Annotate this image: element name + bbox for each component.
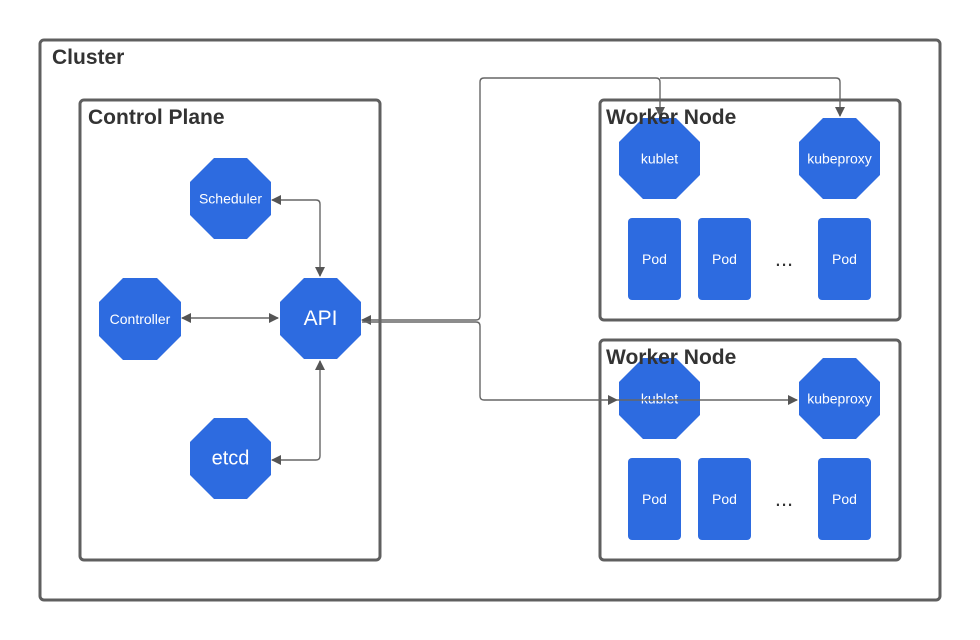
etcd-api-connector — [271, 360, 325, 465]
worker-2-pod-3-label: Pod — [832, 491, 857, 507]
worker-node-2-title: Worker Node — [606, 346, 736, 369]
worker-1-kubeproxy-node — [799, 118, 880, 199]
etcd-label: etcd — [212, 448, 250, 470]
worker-1-kublet-label: kublet — [641, 151, 678, 167]
control-plane-title: Control Plane — [88, 106, 225, 129]
etcd-node — [190, 418, 271, 499]
worker-1-pod-3-label: Pod — [832, 251, 857, 267]
controller-label: Controller — [110, 311, 171, 327]
worker-2-kubeproxy-label: kubeproxy — [807, 391, 872, 407]
worker-node-2-frame — [598, 338, 902, 562]
worker-2-pod-1-label: Pod — [642, 491, 667, 507]
worker-1-ellipsis: ... — [775, 246, 793, 271]
worker-1-pod-3 — [818, 218, 871, 300]
scheduler-api-connector — [271, 195, 325, 277]
worker-1-pod-2-label: Pod — [712, 251, 737, 267]
worker-1-pod-1-label: Pod — [642, 251, 667, 267]
control-plane-frame — [78, 98, 382, 562]
api-label: API — [304, 307, 338, 330]
worker-2-ellipsis: ... — [775, 486, 793, 511]
worker-2-pod-3 — [818, 458, 871, 540]
worker-2-pod-2 — [698, 458, 751, 540]
api-worker-2-kublet-connector — [362, 321, 618, 405]
controller-node — [99, 278, 181, 360]
cluster-title: Cluster — [52, 46, 124, 69]
scheduler-node — [190, 158, 271, 239]
worker-2-kublet-node — [619, 358, 700, 439]
worker-2-pod-1 — [628, 458, 681, 540]
worker-1-pod-2 — [698, 218, 751, 300]
worker-node-1-title: Worker Node — [606, 106, 736, 129]
api-worker-1-kublet-connector — [361, 77, 665, 325]
worker-2-kublet-label: kublet — [641, 391, 678, 407]
worker-2-pod-2-label: Pod — [712, 491, 737, 507]
worker-1-kubeproxy-label: kubeproxy — [807, 151, 872, 167]
api-worker-1-kubeproxy-connector — [660, 77, 845, 117]
worker-2-kubeproxy-node — [799, 358, 880, 439]
api-node — [280, 278, 361, 359]
cluster-frame — [38, 38, 942, 602]
scheduler-label: Scheduler — [199, 191, 262, 207]
